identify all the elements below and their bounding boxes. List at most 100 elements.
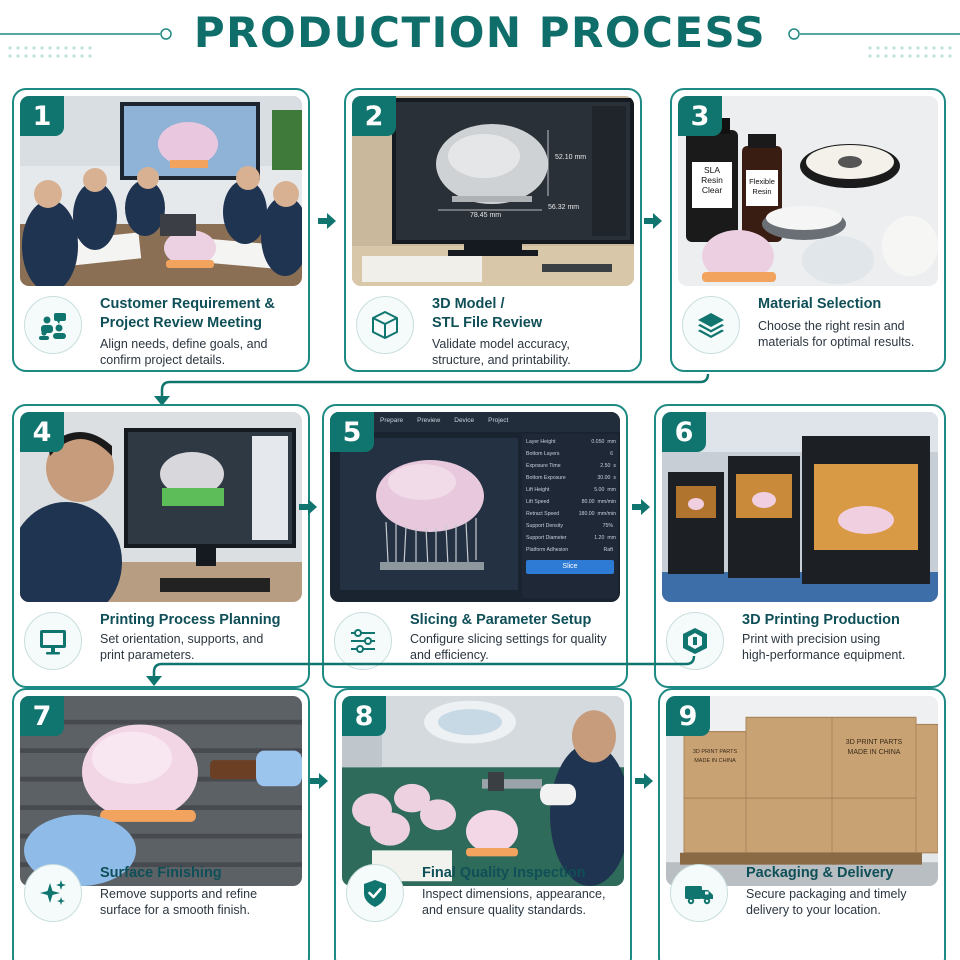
- dimension-label: 78.45 mm: [470, 212, 502, 219]
- parameter-unit: mm: [607, 487, 616, 493]
- arrow-right-icon: [299, 499, 317, 515]
- box-print-icon: [666, 612, 724, 670]
- step-title: Packaging & Delivery: [746, 865, 894, 881]
- parameter-value: 2.50: [600, 463, 611, 469]
- step-number-badge: 7: [20, 696, 64, 736]
- dimension-label: 52.10 mm: [555, 154, 587, 161]
- cube-icon: [356, 296, 414, 354]
- arrow-right-icon: [318, 213, 336, 229]
- parameter-row: Support Density 75%: [526, 520, 616, 532]
- step-card-5: Prepare Preview Device Project Layer Hei…: [322, 404, 628, 688]
- parameter-row: Platform Adhesion Raft: [526, 544, 616, 556]
- parameter-value: 30.00: [597, 475, 611, 481]
- step-card-1: 1 Customer Requirement &Project Review M…: [12, 88, 310, 372]
- parameter-value-field[interactable]: Raft: [603, 544, 616, 556]
- sparkle-icon: [24, 864, 82, 922]
- parameter-name: Exposure Time: [526, 463, 561, 469]
- step-number-badge: 9: [666, 696, 710, 736]
- header-right-decoration: [788, 28, 960, 58]
- step-number-badge: 2: [352, 96, 396, 136]
- parameter-name: Bottom Exposure: [526, 475, 566, 481]
- step-title: Customer Requirement &Project Review Mee…: [100, 296, 275, 331]
- step-description: Validate model accuracy,structure, and p…: [432, 337, 571, 367]
- row-connector: [146, 655, 696, 686]
- slice-button[interactable]: Slice: [562, 563, 578, 570]
- parameter-value: 5.00: [594, 487, 605, 493]
- surface-finishing-photo: [20, 696, 302, 886]
- parameter-name: Support Diameter: [526, 535, 567, 541]
- parameter-value: 180.00: [578, 511, 595, 517]
- parameter-name: Layer Height: [526, 439, 556, 445]
- step-card-7: 7 Surface Finishing Remove supports and …: [12, 688, 310, 960]
- arrow-right-icon: [644, 213, 662, 229]
- team-meeting-icon: [24, 296, 82, 354]
- parameter-name: Platform Adhesion: [526, 547, 569, 553]
- step-description: Inspect dimensions, appearance,and ensur…: [422, 887, 606, 917]
- parameter-name: Lift Height: [526, 487, 550, 493]
- quality-inspection-photo: [342, 696, 624, 886]
- step-title: Final Quality Inspection: [422, 865, 586, 881]
- parameter-name: Retract Speed: [526, 511, 560, 517]
- step-card-2: 52.10 mm 78.45 mm 56.32 mm 2 3D Model /S…: [344, 88, 642, 372]
- step-card-6: 6 3D Printing Production Print with prec…: [654, 404, 946, 688]
- parameter-unit: s: [613, 463, 616, 469]
- step-number-badge: 8: [342, 696, 386, 736]
- parameter-value: 75%: [602, 523, 613, 529]
- parameter-value-field[interactable]: 75%: [603, 520, 616, 532]
- step-number-badge: 4: [20, 412, 64, 452]
- step-title: Surface Finishing: [100, 865, 222, 881]
- step-title: Material Selection: [758, 296, 882, 312]
- parameter-unit: s: [613, 475, 616, 481]
- tab-device[interactable]: Device: [454, 417, 475, 424]
- tab-prepare[interactable]: Prepare: [380, 417, 404, 424]
- parameter-value-field[interactable]: 6: [610, 448, 616, 460]
- step-number-badge: 5: [330, 412, 374, 452]
- dimension-label: 56.32 mm: [548, 204, 580, 211]
- parameter-value: 1.20: [594, 535, 605, 541]
- header-left-decoration: [0, 28, 172, 58]
- arrow-right-icon: [632, 499, 650, 515]
- printing-production-photo: [662, 412, 938, 602]
- parameter-value: 6: [610, 451, 613, 457]
- step-title: Slicing & Parameter Setup: [410, 612, 592, 628]
- truck-icon: [670, 864, 728, 922]
- parameter-name: Lift Speed: [526, 499, 550, 505]
- tab-project[interactable]: Project: [488, 417, 509, 424]
- stl-model-photo: 52.10 mm 78.45 mm 56.32 mm: [352, 96, 634, 286]
- process-planning-photo: [20, 412, 302, 602]
- parameter-name: Support Density: [526, 523, 563, 529]
- meeting-photo: [20, 96, 302, 286]
- slicer-tabs: Prepare Preview Device Project: [380, 417, 508, 424]
- parameter-unit: mm: [607, 439, 616, 445]
- slicer-screenshot: Prepare Preview Device Project Layer Hei…: [330, 412, 620, 602]
- layers-icon: [682, 296, 740, 354]
- tab-preview[interactable]: Preview: [417, 417, 441, 424]
- parameter-value: 0.050: [591, 439, 605, 445]
- step-title: Printing Process Planning: [100, 612, 281, 628]
- step-number-badge: 1: [20, 96, 64, 136]
- step-title: 3D Model /STL File Review: [432, 296, 543, 331]
- row-connector: [154, 373, 710, 406]
